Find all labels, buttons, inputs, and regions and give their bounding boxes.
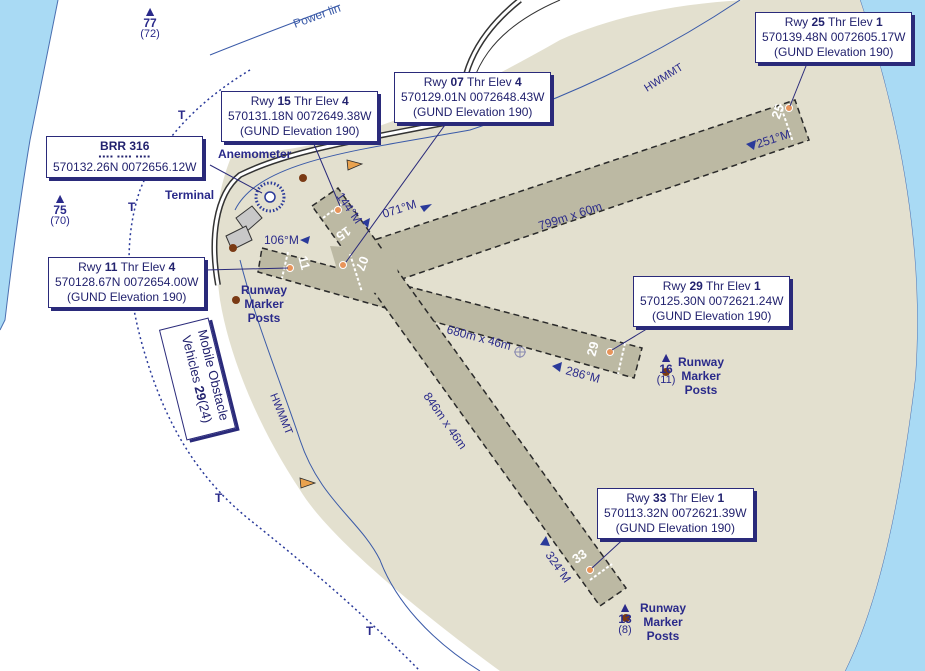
threshold-point-07: [339, 261, 347, 269]
obstacle-13: ▲ 13 (8): [614, 600, 636, 636]
leader-line-25: [789, 55, 811, 107]
threshold-gund: (GUND Elevation 190): [67, 290, 187, 304]
navaid-name: BRR 316: [100, 139, 150, 153]
threshold-box-11: Rwy 11 Thr Elev 4 570128.67N 0072654.00W…: [48, 257, 206, 308]
threshold-bar-29: [617, 342, 626, 375]
runway-intersection: [330, 246, 400, 296]
obstacle-16: ▲ 16 (11): [656, 349, 676, 386]
navaid-morse: ▪▪▪▪ ▪▪▪▪ ▪▪▪▪: [98, 152, 151, 161]
threshold-point-33: [586, 566, 594, 574]
threshold-coords: 570128.67N 0072654.00W: [55, 275, 199, 289]
marker-post: [229, 244, 237, 252]
threshold-gund: (GUND Elevation 190): [413, 105, 533, 119]
threshold-gund: (GUND Elevation 190): [652, 309, 772, 323]
obstacle-77: ▲ 77 (72): [138, 4, 162, 40]
runway-number-07: 07: [353, 254, 372, 273]
arrow-324: [540, 536, 550, 546]
apron: [225, 225, 253, 251]
obstacle-icon: ▲: [659, 349, 673, 365]
marker-post: [662, 368, 670, 376]
threshold-box-07: Rwy 07 Thr Elev 4 570129.01N 0072648.43W…: [394, 72, 552, 123]
runway-number-25: 25: [768, 102, 787, 121]
arrow-106: [300, 236, 310, 244]
threshold-box-29: Rwy 29 Thr Elev 1 570125.30N 0072621.24W…: [633, 276, 791, 327]
leader-line-15: [307, 129, 341, 207]
threshold-coords: 570131.18N 0072649.38W: [228, 109, 372, 123]
threshold-box-33: Rwy 33 Thr Elev 1 570113.32N 0072621.39W…: [597, 488, 754, 539]
arrow-251: [746, 140, 756, 150]
threshold-coords: 570129.01N 0072648.43W: [401, 90, 545, 104]
threshold-point-29: [606, 348, 614, 356]
leader-line-11: [204, 267, 289, 271]
heading-106: 106°M: [264, 233, 299, 247]
anemometer-inner: [264, 191, 276, 203]
arrow-144: [362, 218, 370, 228]
threshold-coords: 570125.30N 0072621.24W: [640, 294, 784, 308]
runway-number-29: 29: [584, 340, 602, 358]
power-line-label: Power lin: [291, 1, 342, 31]
runway-marker-posts-label-east: Runway Marker Posts: [678, 355, 725, 397]
tree-line-mark: T: [178, 108, 186, 122]
hwmmt-line-west: [239, 259, 481, 671]
runway-number-11: 11: [295, 254, 313, 271]
power-line: [209, 4, 341, 56]
tree-line-mark: T: [215, 491, 223, 505]
threshold-box-15: Rwy 15 Thr Elev 4 570131.18N 0072649.38W…: [221, 91, 379, 142]
road-inner: [213, 0, 521, 286]
hwmmt-line-north: [234, 0, 741, 211]
anemometer-outer: [254, 181, 286, 213]
runway-15-33: [310, 186, 628, 608]
obstacle-flag-icon: [346, 159, 364, 171]
threshold-bar-07: [349, 253, 363, 293]
tree-line-mark: T: [366, 624, 374, 638]
leader-line-29: [611, 323, 656, 351]
marker-post: [622, 614, 630, 622]
arrow-286: [552, 362, 562, 372]
threshold-gund: (GUND Elevation 190): [774, 45, 894, 59]
anemometer-label: Anemometer: [218, 147, 292, 161]
runway-number-15: 15: [333, 223, 353, 244]
obstacle-icon: ▲: [618, 599, 632, 615]
terminal-label: Terminal: [165, 188, 215, 202]
sea-west: [0, 0, 58, 330]
runway-marker-posts-label-south: Runway Marker Posts: [640, 601, 687, 643]
runway-number-33: 33: [569, 546, 589, 567]
runway-07-25: [336, 99, 810, 295]
arrow-071: [420, 204, 432, 212]
threshold-bar-33: [589, 563, 613, 581]
navaid-coords: 570132.26N 0072656.12W: [53, 160, 197, 174]
obstacle-75: ▲ 75 (70): [48, 191, 72, 227]
threshold-gund: (GUND Elevation 190): [615, 521, 735, 535]
marker-post: [299, 174, 307, 182]
threshold-coords: 570113.32N 0072621.39W: [604, 506, 747, 520]
threshold-box-25: Rwy 25 Thr Elev 1 570139.48N 0072605.17W…: [755, 12, 913, 63]
tree-line-mark: T: [128, 200, 136, 214]
threshold-bar-25: [779, 103, 794, 143]
obstacle-icon: ▲: [143, 3, 157, 19]
navaid-box: BRR 316 ▪▪▪▪ ▪▪▪▪ ▪▪▪▪ 570132.26N 007265…: [46, 136, 204, 178]
threshold-gund: (GUND Elevation 190): [240, 124, 360, 138]
sea-west-coast: [0, 0, 59, 331]
threshold-point-25: [785, 104, 793, 112]
threshold-bar-11: [281, 251, 289, 279]
leader-line-07: [345, 117, 451, 263]
threshold-coords: 570139.48N 0072605.17W: [762, 30, 906, 44]
threshold-point-15: [334, 206, 342, 214]
sea-east: [845, 0, 925, 671]
obstacle-icon: ▲: [53, 190, 67, 206]
marker-post: [232, 296, 240, 304]
obstacle-flag-icon: [299, 477, 317, 489]
leader-line-navaid: [209, 164, 263, 194]
leader-lines: [204, 55, 811, 569]
runway-marker-posts-label-west: Runway Marker Posts: [241, 283, 288, 325]
